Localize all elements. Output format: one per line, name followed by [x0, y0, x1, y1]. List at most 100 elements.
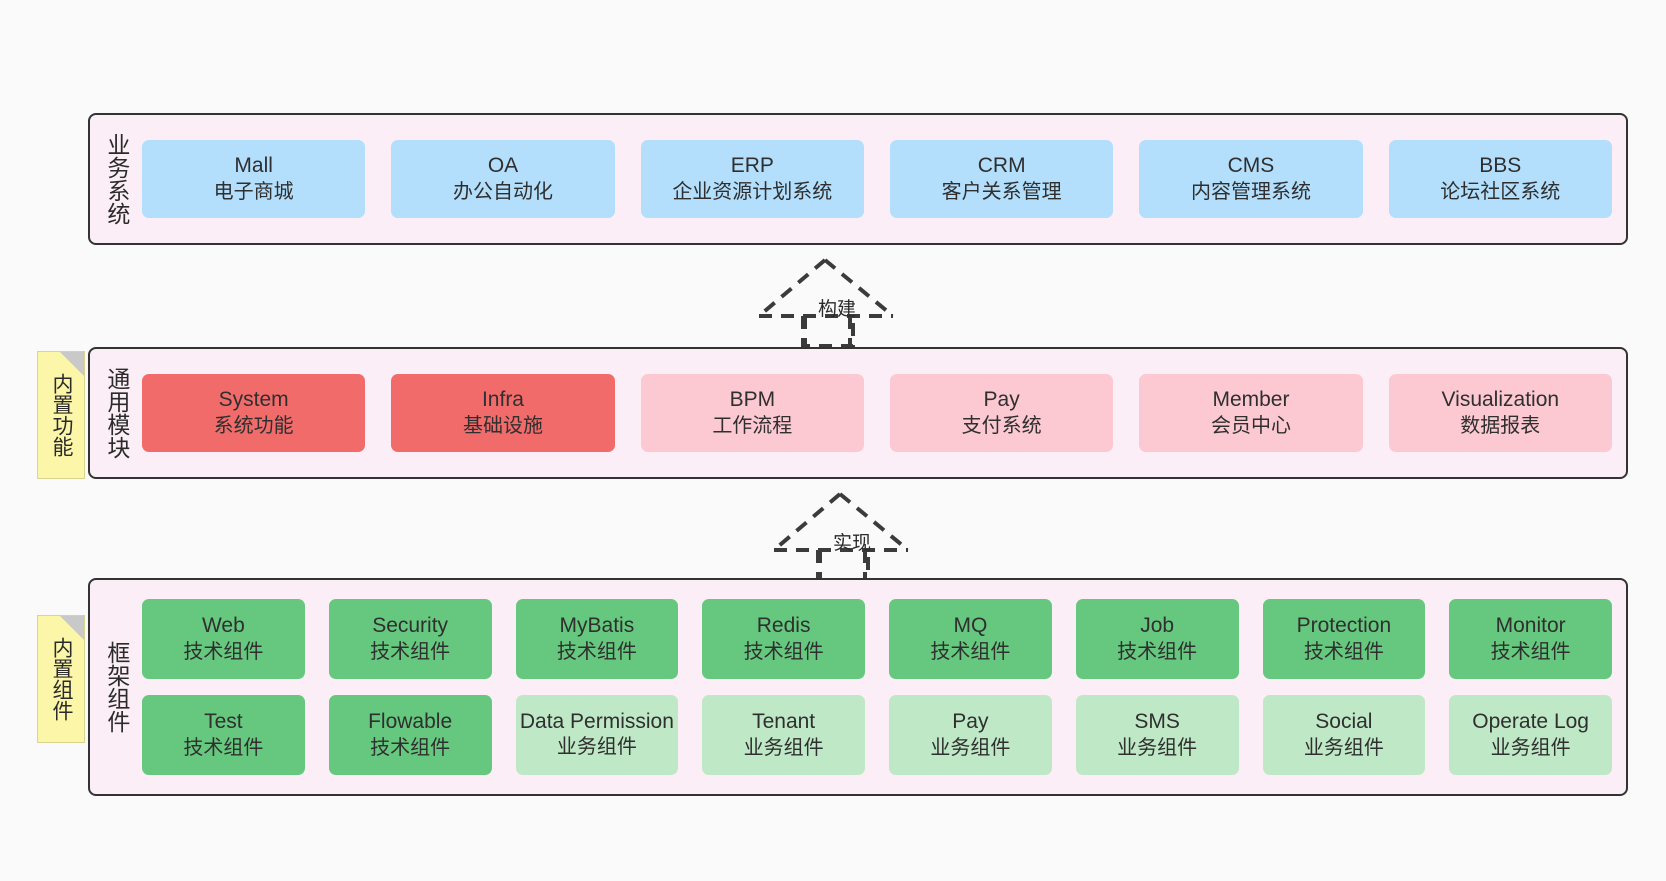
card-web[interactable]: Web 技术组件	[142, 599, 305, 679]
card-title: Test	[204, 709, 243, 733]
card-subtitle: 系统功能	[213, 414, 294, 437]
card-subtitle: 技术组件	[183, 640, 264, 663]
card-title: Redis	[756, 613, 811, 637]
card-visualization[interactable]: Visualization 数据报表	[1388, 374, 1612, 452]
card-row: Test 技术组件 Flowable 技术组件 Data Permission …	[142, 695, 1612, 775]
card-flowable[interactable]: Flowable 技术组件	[328, 695, 492, 775]
card-title: Web	[201, 613, 245, 637]
card-social[interactable]: Social 业务组件	[1262, 695, 1426, 775]
card-row: Web 技术组件 Security 技术组件 MyBatis 技术组件 Redi…	[142, 599, 1612, 679]
card-operate-log[interactable]: Operate Log 业务组件	[1449, 695, 1612, 775]
card-subtitle: 企业资源计划系统	[672, 180, 833, 203]
card-title: OA	[487, 153, 519, 177]
card-subtitle: 技术组件	[930, 640, 1011, 663]
card-subtitle: 技术组件	[1303, 640, 1384, 663]
card-title: Job	[1140, 613, 1175, 637]
card-tenant[interactable]: Tenant 业务组件	[702, 695, 865, 775]
sticky-note-builtin-features: 内置功能	[37, 351, 85, 479]
card-subtitle: 工作流程	[712, 414, 793, 437]
sticky-note-text: 内置功能	[49, 373, 73, 457]
card-subtitle: 技术组件	[743, 640, 824, 663]
card-oa[interactable]: OA 办公自动化	[391, 140, 615, 218]
card-title: CMS	[1227, 153, 1275, 177]
card-title: Pay	[983, 387, 1020, 411]
card-subtitle: 技术组件	[1490, 640, 1571, 663]
card-subtitle: 技术组件	[183, 736, 264, 759]
card-job[interactable]: Job 技术组件	[1075, 599, 1239, 679]
layer-body-common-module: System 系统功能 Infra 基础设施 BPM 工作流程 Pay 支付系统…	[142, 349, 1626, 477]
card-pay[interactable]: Pay 支付系统	[889, 374, 1114, 452]
card-subtitle: 技术组件	[556, 640, 637, 663]
card-pay-component[interactable]: Pay 业务组件	[889, 695, 1052, 775]
card-title: ERP	[730, 153, 774, 177]
card-title: Mall	[234, 153, 273, 177]
card-subtitle: 论坛社区系统	[1440, 180, 1561, 203]
card-mall[interactable]: Mall 电子商城	[142, 140, 366, 218]
layer-title-common-module: 通用模块	[103, 367, 130, 459]
card-cms[interactable]: CMS 内容管理系统	[1139, 140, 1363, 218]
card-subtitle: 会员中心	[1210, 414, 1291, 437]
card-subtitle: 技术组件	[370, 736, 451, 759]
card-title: Member	[1212, 387, 1290, 411]
card-title: Operate Log	[1472, 709, 1589, 733]
card-title: Monitor	[1495, 613, 1566, 637]
sticky-note-text: 内置组件	[49, 637, 73, 721]
card-title: Flowable	[368, 709, 453, 733]
card-subtitle: 支付系统	[961, 414, 1042, 437]
card-test[interactable]: Test 技术组件	[142, 695, 305, 775]
layer-title-framework-component: 框架组件	[103, 641, 130, 733]
card-security[interactable]: Security 技术组件	[328, 599, 492, 679]
card-monitor[interactable]: Monitor 技术组件	[1449, 599, 1612, 679]
card-title: MyBatis	[559, 613, 635, 637]
card-system[interactable]: System 系统功能	[142, 374, 366, 452]
card-subtitle: 电子商城	[213, 180, 294, 203]
card-title: BBS	[1479, 153, 1522, 177]
connector-build-label: 构建	[818, 299, 857, 320]
card-subtitle: 办公自动化	[452, 180, 553, 203]
card-title: System	[218, 387, 289, 411]
layer-body-framework-component: Web 技术组件 Security 技术组件 MyBatis 技术组件 Redi…	[142, 580, 1626, 794]
card-subtitle: 基础设施	[462, 414, 543, 437]
card-subtitle: 业务组件	[1117, 736, 1198, 759]
card-title: Security	[372, 613, 449, 637]
card-subtitle: 业务组件	[1490, 736, 1571, 759]
card-title: SMS	[1134, 709, 1180, 733]
card-erp[interactable]: ERP 企业资源计划系统	[640, 140, 864, 218]
card-bpm[interactable]: BPM 工作流程	[640, 374, 864, 452]
card-title: CRM	[977, 153, 1026, 177]
card-subtitle: 数据报表	[1460, 414, 1541, 437]
card-title: BPM	[729, 387, 776, 411]
layer-framework-component: 框架组件 Web 技术组件 Security 技术组件 MyBatis 技术组件…	[88, 578, 1628, 796]
card-subtitle: 业务组件	[556, 735, 637, 758]
card-subtitle: 技术组件	[370, 640, 451, 663]
card-mybatis[interactable]: MyBatis 技术组件	[515, 599, 679, 679]
card-subtitle: 技术组件	[1117, 640, 1198, 663]
card-subtitle: 客户关系管理	[941, 180, 1062, 203]
card-sms[interactable]: SMS 业务组件	[1075, 695, 1239, 775]
layer-common-module: 通用模块 System 系统功能 Infra 基础设施 BPM 工作流程 Pay…	[88, 347, 1628, 479]
card-subtitle: 业务组件	[1303, 736, 1384, 759]
card-subtitle: 内容管理系统	[1190, 180, 1311, 203]
card-subtitle: 业务组件	[743, 736, 824, 759]
connector-implement-label: 实现	[833, 533, 872, 554]
layer-body-business-system: Mall 电子商城 OA 办公自动化 ERP 企业资源计划系统 CRM 客户关系…	[142, 115, 1626, 243]
sticky-note-builtin-components: 内置组件	[37, 615, 85, 743]
card-title: Protection	[1296, 613, 1392, 637]
card-crm[interactable]: CRM 客户关系管理	[889, 140, 1114, 218]
card-bbs[interactable]: BBS 论坛社区系统	[1388, 140, 1612, 218]
card-title: Social	[1315, 709, 1373, 733]
card-title: Infra	[481, 387, 524, 411]
card-title: Visualization	[1441, 387, 1560, 411]
card-row: Mall 电子商城 OA 办公自动化 ERP 企业资源计划系统 CRM 客户关系…	[142, 140, 1612, 218]
layer-business-system: 业务系统 Mall 电子商城 OA 办公自动化 ERP 企业资源计划系统 CRM…	[88, 113, 1628, 245]
card-title: Tenant	[752, 709, 816, 733]
layer-title-business-system: 业务系统	[103, 133, 130, 225]
card-redis[interactable]: Redis 技术组件	[702, 599, 865, 679]
card-data-permission[interactable]: Data Permission 业务组件	[515, 695, 679, 775]
card-mq[interactable]: MQ 技术组件	[889, 599, 1052, 679]
card-protection[interactable]: Protection 技术组件	[1262, 599, 1426, 679]
card-row: System 系统功能 Infra 基础设施 BPM 工作流程 Pay 支付系统…	[142, 374, 1612, 452]
card-infra[interactable]: Infra 基础设施	[391, 374, 615, 452]
card-member[interactable]: Member 会员中心	[1139, 374, 1363, 452]
